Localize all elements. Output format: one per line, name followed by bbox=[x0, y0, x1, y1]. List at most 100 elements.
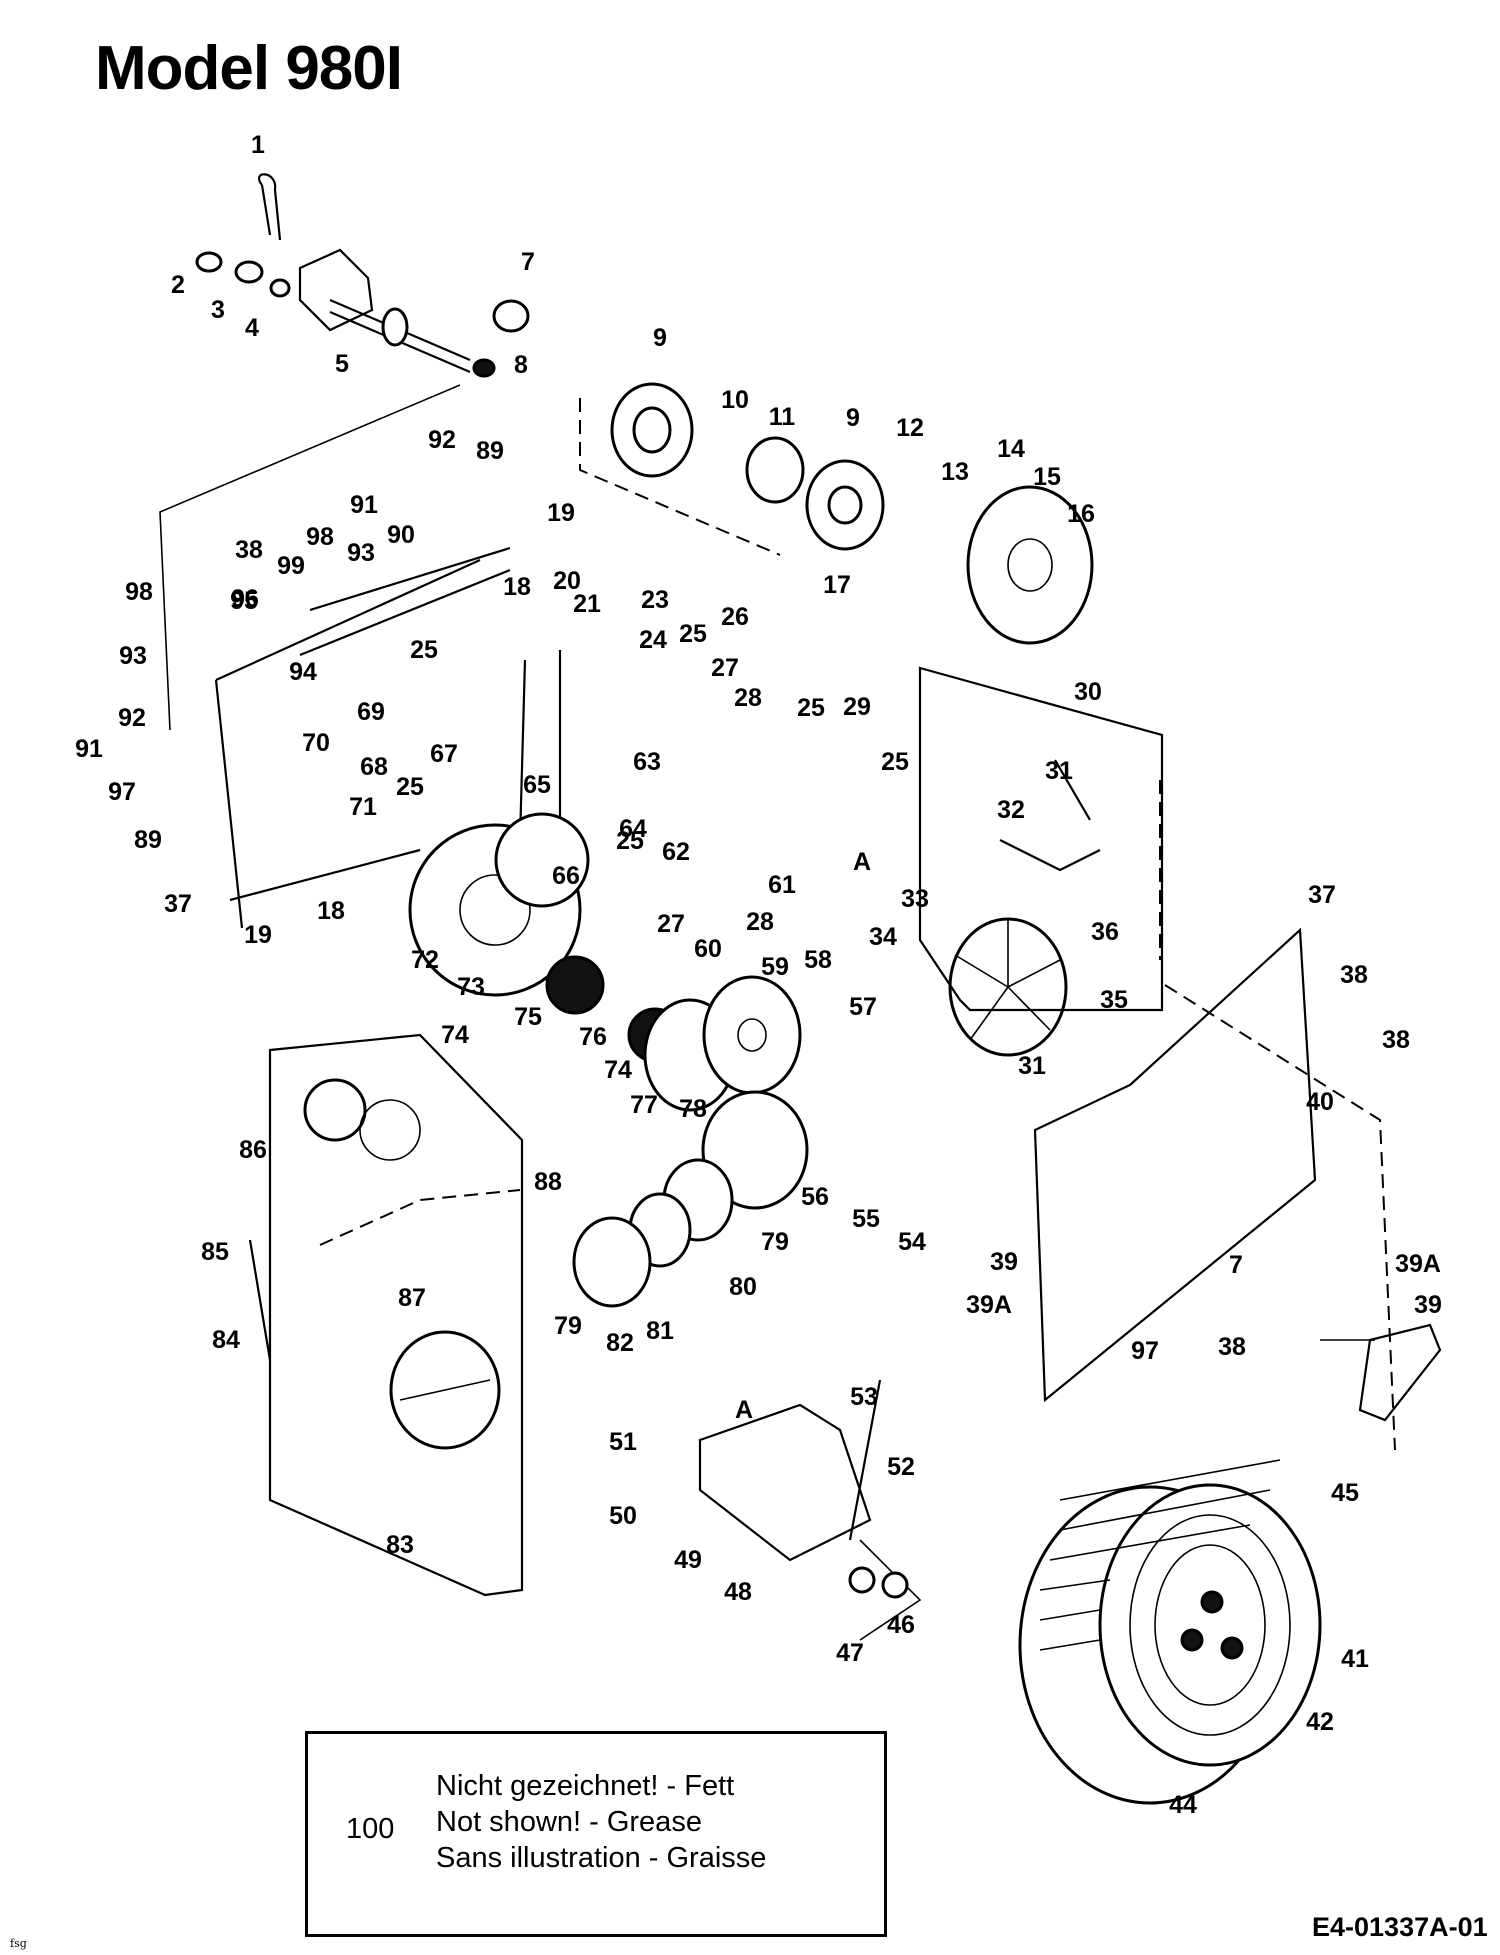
part-label: 4 bbox=[245, 314, 259, 342]
part-label: 91 bbox=[75, 735, 103, 763]
part-label: 48 bbox=[724, 1578, 752, 1606]
part-label: 38 bbox=[1382, 1026, 1410, 1054]
part-label: 51 bbox=[609, 1428, 637, 1456]
part-label: 56 bbox=[801, 1183, 829, 1211]
part-label: 41 bbox=[1341, 1645, 1369, 1673]
part-label: 31 bbox=[1045, 757, 1073, 785]
part-label: 44 bbox=[1169, 1791, 1197, 1819]
part-label: 54 bbox=[898, 1228, 926, 1256]
part-label: 10 bbox=[721, 386, 749, 414]
part-label: 80 bbox=[729, 1273, 757, 1301]
part-label: 64 bbox=[619, 815, 647, 843]
part-label: 47 bbox=[836, 1639, 864, 1667]
corner-mark: fsg bbox=[10, 1937, 27, 1950]
part-label: 18 bbox=[317, 897, 345, 925]
part-label: 53 bbox=[850, 1383, 878, 1411]
part-label: 18 bbox=[503, 573, 531, 601]
part-label: 28 bbox=[746, 908, 774, 936]
part-label: 71 bbox=[349, 793, 377, 821]
part-label: 79 bbox=[761, 1228, 789, 1256]
part-label: 70 bbox=[302, 729, 330, 757]
part-label: 85 bbox=[201, 1238, 229, 1266]
part-callouts: 1 2 3 4 5 7 8 9 10 11 9 12 13 14 15 16 1… bbox=[75, 131, 1442, 1819]
part-label: 29 bbox=[843, 693, 871, 721]
part-label: 98 bbox=[125, 578, 153, 606]
part-label: 59 bbox=[761, 953, 789, 981]
part-label: 21 bbox=[573, 590, 601, 618]
part-label: 60 bbox=[694, 935, 722, 963]
part-label: 89 bbox=[134, 826, 162, 854]
part-label: 38 bbox=[1340, 961, 1368, 989]
part-label: 17 bbox=[823, 571, 851, 599]
drawing-code: E4-01337A-01 bbox=[1312, 1912, 1488, 1942]
part-label: 25 bbox=[881, 748, 909, 776]
part-label: 68 bbox=[360, 753, 388, 781]
part-label: 36 bbox=[1091, 918, 1119, 946]
part-label: 40 bbox=[1306, 1088, 1334, 1116]
part-label: 74 bbox=[604, 1056, 632, 1084]
part-label: 58 bbox=[804, 946, 832, 974]
part-label: 66 bbox=[552, 862, 580, 890]
part-label: 3 bbox=[211, 296, 225, 324]
part-label: 11 bbox=[769, 403, 796, 431]
part-label: 62 bbox=[662, 838, 690, 866]
part-label: 2 bbox=[171, 271, 185, 299]
part-label: 57 bbox=[849, 993, 877, 1021]
part-label: 76 bbox=[579, 1023, 607, 1051]
part-label: 25 bbox=[679, 620, 707, 648]
part-label: 61 bbox=[768, 871, 796, 899]
part-label: 26 bbox=[721, 603, 749, 631]
part-label: 38 bbox=[1218, 1333, 1246, 1361]
part-label: 75 bbox=[514, 1003, 542, 1031]
part-label: 99 bbox=[277, 552, 305, 580]
model-title: Model 980I bbox=[95, 34, 403, 103]
part-label: 89 bbox=[476, 437, 504, 465]
part-label: 93 bbox=[119, 642, 147, 670]
part-label: 27 bbox=[657, 910, 685, 938]
part-label: 91 bbox=[350, 491, 378, 519]
part-label: 38 bbox=[235, 536, 263, 564]
part-label: 90 bbox=[387, 521, 415, 549]
part-label: 92 bbox=[118, 704, 146, 732]
part-label: 69 bbox=[357, 698, 385, 726]
part-label: 95 bbox=[230, 587, 258, 615]
part-label: 73 bbox=[457, 973, 485, 1001]
part-label: A bbox=[853, 848, 871, 876]
grease-note-box: 100 Nicht gezeichnet! - Fett Not shown! … bbox=[305, 1731, 887, 1937]
note-french: Sans illustration - Graisse bbox=[436, 1842, 767, 1874]
part-label: 37 bbox=[164, 890, 192, 918]
part-label: 94 bbox=[289, 658, 317, 686]
part-label: 14 bbox=[997, 435, 1025, 463]
part-label: 97 bbox=[108, 778, 136, 806]
part-label: 39A bbox=[1395, 1250, 1441, 1278]
note-part-number: 100 bbox=[346, 1813, 395, 1845]
part-label: 39A bbox=[966, 1291, 1012, 1319]
part-label: 45 bbox=[1331, 1479, 1359, 1507]
part-label: 25 bbox=[797, 694, 825, 722]
part-label: 96 bbox=[231, 585, 259, 613]
part-label: 9 bbox=[846, 404, 860, 432]
part-label: 82 bbox=[606, 1329, 634, 1357]
part-label: 63 bbox=[633, 748, 661, 776]
part-label: 19 bbox=[547, 499, 575, 527]
part-label: 27 bbox=[711, 654, 739, 682]
part-label: 79 bbox=[554, 1312, 582, 1340]
part-label: 39 bbox=[990, 1248, 1018, 1276]
part-label: 23 bbox=[641, 586, 669, 614]
part-label: 12 bbox=[896, 414, 924, 442]
part-label: 81 bbox=[646, 1317, 674, 1345]
part-label: 78 bbox=[679, 1095, 707, 1123]
part-label: 25 bbox=[410, 636, 438, 664]
part-label: 5 bbox=[335, 350, 349, 378]
part-label: 24 bbox=[639, 626, 667, 654]
part-label: 87 bbox=[398, 1284, 426, 1312]
part-label: 72 bbox=[411, 946, 439, 974]
part-label: 86 bbox=[239, 1136, 267, 1164]
note-english: Not shown! - Grease bbox=[436, 1806, 702, 1838]
part-label: 7 bbox=[521, 248, 535, 276]
part-label: 25 bbox=[616, 827, 644, 855]
part-label: 92 bbox=[428, 426, 456, 454]
part-label: 39 bbox=[1414, 1291, 1442, 1319]
part-label: 16 bbox=[1067, 500, 1095, 528]
